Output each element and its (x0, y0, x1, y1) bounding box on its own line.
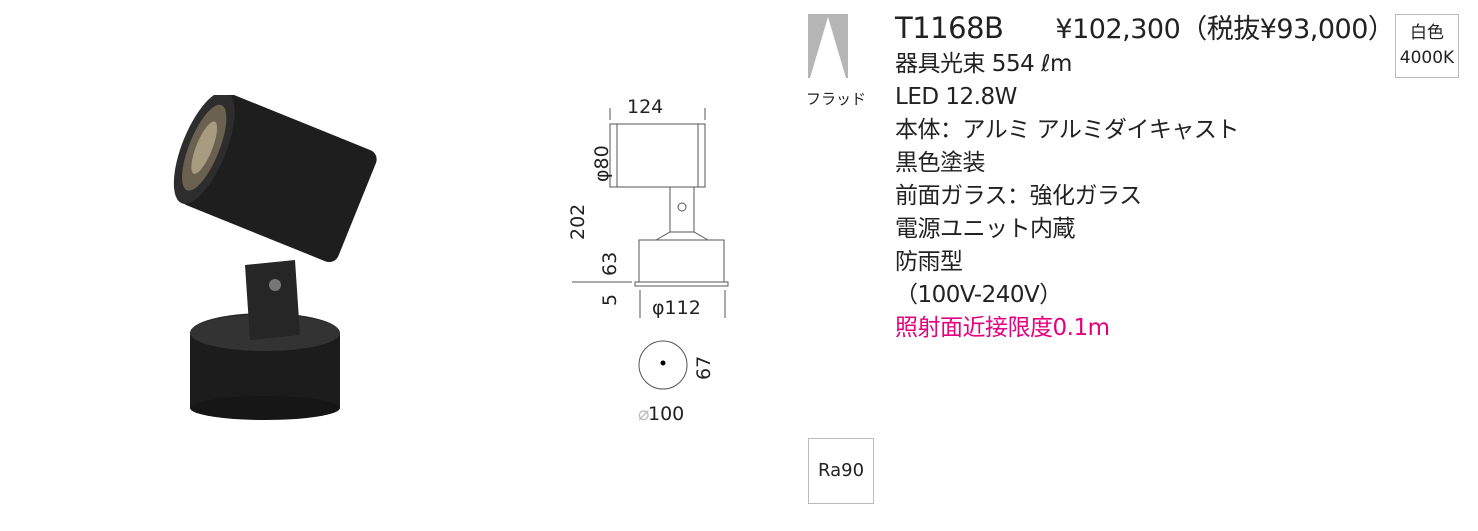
dim-base-height: 63 (599, 252, 621, 276)
spec-line: 本体：アルミ アルミダイキャスト (895, 117, 1239, 143)
model-number: T1168B (895, 11, 1004, 45)
proximity-note: 照射面近接限度0.1m (895, 315, 1110, 341)
dimension-drawing: 124 φ80 202 63 5 φ112 67 100 ⌀ (567, 96, 729, 425)
dim-flange: 5 (599, 294, 621, 306)
flood-beam-icon (808, 14, 848, 78)
color-temp-badge: 白色 4000K (1395, 14, 1459, 78)
cri-badge: Ra90 (808, 438, 874, 504)
spec-line: 前面ガラス：強化ガラス (895, 183, 1142, 209)
spec-line: 防雨型 (895, 249, 963, 275)
dim-hole-pitch: 67 (693, 356, 715, 380)
badge-line1: 白色 (1410, 23, 1444, 43)
dim-height: 202 (567, 204, 589, 240)
spec-line: 電源ユニット内蔵 (895, 216, 1076, 242)
dim-width: 124 (627, 96, 663, 118)
price: ¥102,300（税抜¥93,000） (1055, 14, 1395, 45)
spec-line: 器具光束 554 ℓm (895, 51, 1072, 77)
product-photo (173, 95, 377, 420)
badge-line2: 4000K (1399, 48, 1455, 68)
dim-head-dia: φ80 (591, 145, 613, 182)
spec-line: LED 12.8W (895, 84, 1017, 110)
dim-mount-dia: 100 (648, 403, 684, 425)
spec-line: （100V-240V） (895, 282, 1062, 308)
svg-text:⌀: ⌀ (638, 403, 649, 425)
spec-line: 黒色塗装 (895, 150, 986, 176)
beam-label: フラッド (806, 90, 867, 108)
dim-base-dia: φ112 (652, 297, 701, 319)
